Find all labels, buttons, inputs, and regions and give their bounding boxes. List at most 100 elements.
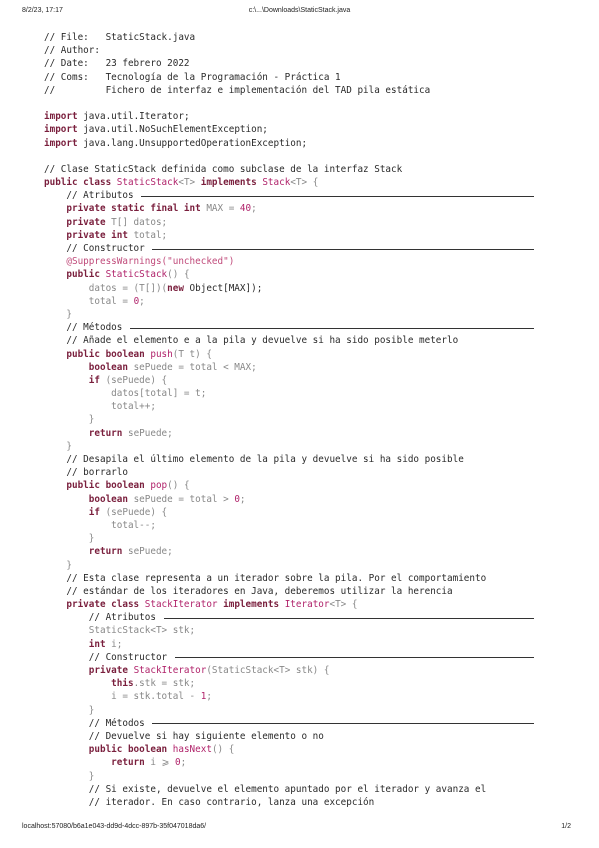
code-token: public class (44, 177, 117, 189)
file-path: c:\...\Downloads\StaticStack.java (248, 7, 351, 14)
code-token: hasNext (172, 744, 212, 756)
code-token: ; (251, 203, 257, 215)
code-listing: // File: StaticStack.java// Author:// Da… (44, 31, 540, 809)
section-divider (152, 723, 534, 725)
code-line (44, 150, 540, 163)
code-line: return sePuede; (44, 545, 540, 558)
code-token: } (44, 414, 95, 426)
code-token: StackIterator (144, 599, 224, 611)
code-token: pop (150, 480, 168, 492)
code-token: StackIterator (133, 665, 207, 676)
code-line: // borrarlo (44, 466, 540, 479)
code-line: } (44, 413, 540, 426)
code-token: (sePuede) { (105, 374, 168, 386)
code-line: total--; (44, 519, 540, 532)
code-token: total--; (44, 519, 156, 531)
code-line: // Author: (44, 44, 540, 57)
code-token: implements (223, 599, 285, 611)
code-token: import (44, 137, 78, 149)
code-token: public boolean (44, 348, 151, 360)
code-token: // Constructor (44, 243, 151, 254)
code-token: java.util.NoSuchElementException; (77, 124, 268, 136)
code-token: // Métodos (44, 322, 128, 334)
code-token: () { (167, 480, 190, 492)
code-token: Iterator (284, 599, 330, 611)
code-token: (T t) { (172, 348, 212, 360)
code-line (44, 97, 540, 110)
code-line: // Atributos (44, 189, 540, 202)
code-line: import java.util.NoSuchElementException; (44, 123, 540, 136)
code-line: public boolean pop() { (44, 479, 540, 492)
code-token: ; (239, 493, 246, 505)
code-line: import java.lang.UnsupportedOperationExc… (44, 137, 540, 150)
page-url: localhost:57080/b6a1e043-dd9d-4dcc-897b-… (22, 823, 207, 830)
code-token: this (44, 678, 134, 690)
code-token: ; (206, 691, 212, 703)
code-token: 1 (200, 691, 207, 703)
code-token: Object[MAX]); (189, 282, 263, 294)
code-line: // File: StaticStack.java (44, 31, 540, 44)
code-token: } (44, 308, 72, 320)
page-number: 1/2 (561, 823, 571, 830)
code-token: total = (44, 295, 134, 307)
code-token: if (44, 374, 106, 386)
code-token: // File: StaticStack.java (44, 32, 196, 43)
section-divider (141, 195, 534, 197)
code-line: // Devuelve si hay siguiente elemento o … (44, 730, 540, 743)
code-line: } (44, 704, 540, 717)
code-token: boolean (44, 361, 134, 373)
code-token: <T> (178, 177, 201, 189)
code-line: } (44, 440, 540, 453)
code-token: MAX = (206, 203, 240, 215)
code-token: public boolean (44, 744, 173, 756)
code-token: } (44, 533, 95, 545)
code-token: implements (200, 177, 263, 189)
code-token: datos[total] = t; (44, 388, 207, 400)
code-token: import (44, 124, 78, 136)
code-line: int i; (44, 638, 540, 651)
code-token: (sePuede) { (105, 506, 168, 518)
section-divider (174, 657, 534, 659)
code-token: return (44, 757, 151, 769)
code-line: datos = (T[])(new Object[MAX]); (44, 282, 540, 295)
code-token: () { (211, 744, 235, 756)
code-line: private static final int MAX = 40; (44, 202, 540, 215)
code-token: import (44, 111, 78, 123)
code-token: private class (44, 599, 145, 611)
code-line: // estándar de los iteradores en Java, d… (44, 585, 540, 598)
code-line: datos[total] = t; (44, 387, 540, 400)
code-line: } (44, 532, 540, 545)
code-token: Stack (262, 177, 291, 189)
code-token: // borrarlo (44, 467, 128, 479)
code-line: StaticStack<T> stk; (44, 624, 540, 637)
code-token: 0 (133, 295, 140, 307)
code-line: total = 0; (44, 295, 540, 308)
code-line: // Añade el elemento e a la pila y devue… (44, 334, 540, 347)
code-line: // Constructor (44, 242, 540, 255)
code-token: // Desapila el último elemento de la pil… (44, 454, 464, 465)
code-token: // Métodos (44, 717, 151, 729)
code-line: public boolean push(T t) { (44, 348, 540, 361)
code-token: 0 (174, 757, 181, 769)
code-token: new (167, 282, 190, 294)
print-date: 8/2/23, 17:17 (22, 7, 63, 14)
code-token: total++; (44, 401, 156, 413)
code-line: // Métodos (44, 321, 540, 334)
code-token: } (44, 770, 95, 782)
code-line: return i ⩾ 0; (44, 756, 540, 769)
code-token: java.lang.UnsupportedOperationException; (77, 137, 308, 149)
code-line: } (44, 308, 540, 321)
code-token: int (44, 638, 112, 650)
code-line: // Coms: Tecnología de la Programación -… (44, 71, 540, 84)
code-line: if (sePuede) { (44, 374, 540, 387)
code-line: // Clase StaticStack definida como subcl… (44, 163, 540, 176)
code-token: ; (180, 757, 187, 769)
code-token: sePuede; (127, 546, 173, 558)
code-token: private static final int (44, 203, 207, 215)
code-line: // Desapila el último elemento de la pil… (44, 453, 540, 466)
code-token: private int (44, 229, 134, 241)
code-token: // Atributos (44, 190, 140, 202)
code-line: } (44, 559, 540, 572)
code-token: i ⩾ (150, 757, 175, 769)
code-line: public class StaticStack<T> implements S… (44, 176, 540, 189)
